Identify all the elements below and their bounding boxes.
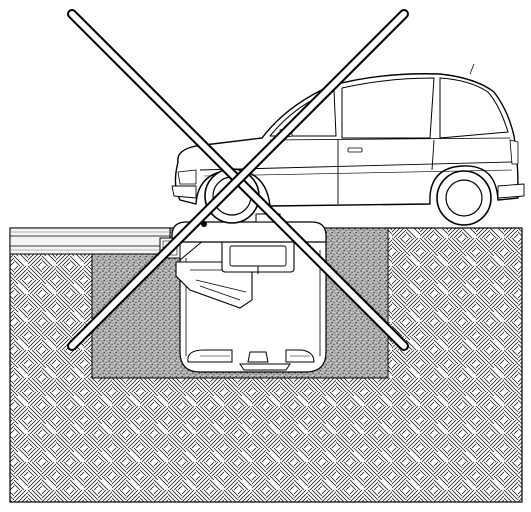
ground-slab xyxy=(9,227,171,255)
tank xyxy=(175,227,327,373)
car-rear-wheel xyxy=(436,170,492,226)
prohibition-cross xyxy=(67,9,409,351)
